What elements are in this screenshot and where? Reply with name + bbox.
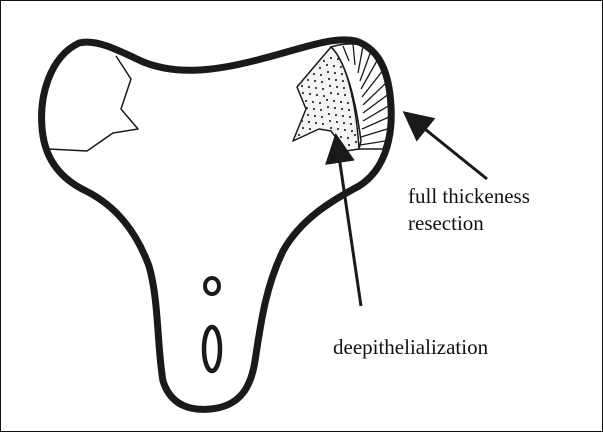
stipple-dot — [341, 143, 343, 145]
stipple-dot — [309, 93, 311, 95]
stipple-dot — [308, 121, 310, 123]
stipple-dot — [306, 107, 308, 109]
stipple-dot — [312, 101, 314, 103]
stipple-dot — [343, 87, 345, 89]
stipple-dot — [342, 115, 344, 117]
stipple-dot — [313, 73, 315, 75]
stipple-dot — [341, 73, 343, 75]
stipple-dot — [328, 113, 330, 115]
stipple-dot — [301, 85, 303, 87]
stipple-dot — [333, 100, 335, 102]
stipple-dot — [358, 127, 360, 129]
label-full-thickness: full thickeness — [408, 184, 530, 208]
stipple-dot — [349, 116, 351, 118]
label-resection: resection — [408, 211, 484, 235]
small-ring — [205, 278, 219, 294]
stipple-dot — [323, 60, 325, 62]
stipple-dot — [313, 108, 315, 110]
stipple-dot — [320, 74, 322, 76]
stipple-dot — [348, 144, 350, 146]
stipple-dot — [343, 122, 345, 124]
stipple-dot — [347, 102, 349, 104]
stipple-dot — [340, 136, 342, 138]
stipple-dot — [319, 67, 321, 69]
stipple-dot — [301, 120, 303, 122]
stipple-dot — [347, 137, 349, 139]
stipple-dot — [323, 95, 325, 97]
stipple-dot — [321, 81, 323, 83]
stipple-dot — [340, 101, 342, 103]
stipple-dot — [307, 114, 309, 116]
stipple-dot — [344, 94, 346, 96]
stipple-dot — [319, 102, 321, 104]
stipple-dot — [329, 120, 331, 122]
stipple-dot — [320, 109, 322, 111]
stipple-dot — [329, 85, 331, 87]
stipple-dot — [328, 78, 330, 80]
stipple-dot — [314, 115, 316, 117]
stipple-dot — [354, 134, 356, 136]
stipple-dot — [334, 107, 336, 109]
stipple-dot — [321, 116, 323, 118]
stipple-dot — [327, 71, 329, 73]
stipple-dot — [326, 64, 328, 66]
stipple-dot — [326, 99, 328, 101]
left-zigzag-edge — [49, 56, 138, 151]
stipple-dot — [302, 127, 304, 129]
stipple-dot — [351, 130, 353, 132]
stipple-dot — [350, 123, 352, 125]
stipple-dot — [330, 92, 332, 94]
stipple-dot — [336, 121, 338, 123]
stipple-dot — [342, 80, 344, 82]
stipple-dot — [341, 108, 343, 110]
stipple-dot — [307, 79, 309, 81]
stipple-dot — [305, 100, 307, 102]
stipple-dot — [302, 92, 304, 94]
stipple-dot — [348, 109, 350, 111]
arrow-full-thickness — [405, 113, 487, 179]
stipple-dot — [316, 94, 318, 96]
arrow-deepithelialization — [336, 136, 361, 306]
stipple-dot — [298, 134, 300, 136]
stipple-dot — [357, 120, 359, 122]
vertical-oval — [204, 327, 220, 371]
stipple-dot — [335, 79, 337, 81]
stipple-dot — [344, 129, 346, 131]
stipple-dot — [315, 87, 317, 89]
stipple-dot — [337, 128, 339, 130]
stipple-dot — [330, 127, 332, 129]
stipple-dot — [315, 122, 317, 124]
stipple-dot — [322, 123, 324, 125]
stipple-dot — [340, 66, 342, 68]
stipple-dot — [355, 141, 357, 143]
stipple-dot — [314, 80, 316, 82]
stipple-dot — [337, 93, 339, 95]
stipple-dot — [322, 88, 324, 90]
stipple-dot — [308, 86, 310, 88]
stipple-dot — [336, 86, 338, 88]
stipple-dot — [330, 57, 332, 59]
stipple-dot — [309, 128, 311, 130]
stipple-dot — [334, 72, 336, 74]
stipple-dot — [333, 65, 335, 67]
stipple-dot — [335, 114, 337, 116]
label-deepithelialization: deepithelialization — [333, 335, 488, 359]
stipple-dot — [327, 106, 329, 108]
